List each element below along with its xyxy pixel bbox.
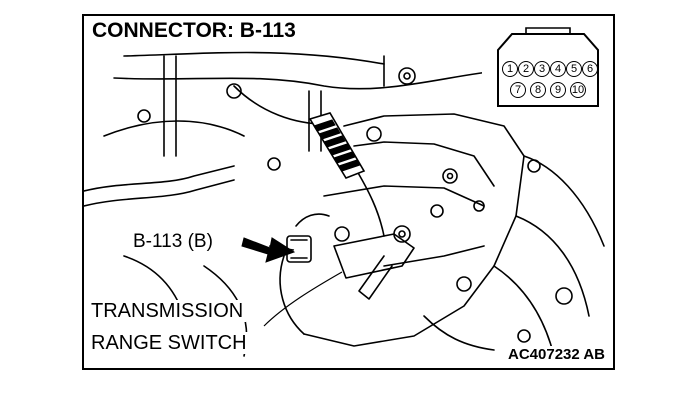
connector-pin: 3 bbox=[534, 61, 550, 77]
component-label-line2: RANGE SWITCH bbox=[90, 332, 250, 354]
connector-callout-label: B-113 (B) bbox=[131, 231, 215, 252]
connector-pin: 9 bbox=[550, 82, 566, 98]
component-label-line1: TRANSMISSION bbox=[90, 300, 247, 322]
connector-pin: 1 bbox=[502, 61, 518, 77]
connector-pin: 8 bbox=[530, 82, 546, 98]
diagram-frame: CONNECTOR: B-113 1 2 3 4 5 6 7 8 9 10 B-… bbox=[82, 14, 615, 370]
connector-pin: 6 bbox=[582, 61, 598, 77]
connector-pin: 10 bbox=[570, 82, 586, 98]
connector-pinout: 1 2 3 4 5 6 7 8 9 10 bbox=[482, 22, 613, 118]
transmission-illustration bbox=[84, 51, 605, 357]
connector-pin: 4 bbox=[550, 61, 566, 77]
connector-pin: 7 bbox=[510, 82, 526, 98]
connector-pin: 2 bbox=[518, 61, 534, 77]
connector-pin: 5 bbox=[566, 61, 582, 77]
callout-arrow bbox=[241, 237, 296, 263]
connector-title: CONNECTOR: B-113 bbox=[90, 20, 299, 43]
figure-code: AC407232 AB bbox=[506, 346, 607, 363]
